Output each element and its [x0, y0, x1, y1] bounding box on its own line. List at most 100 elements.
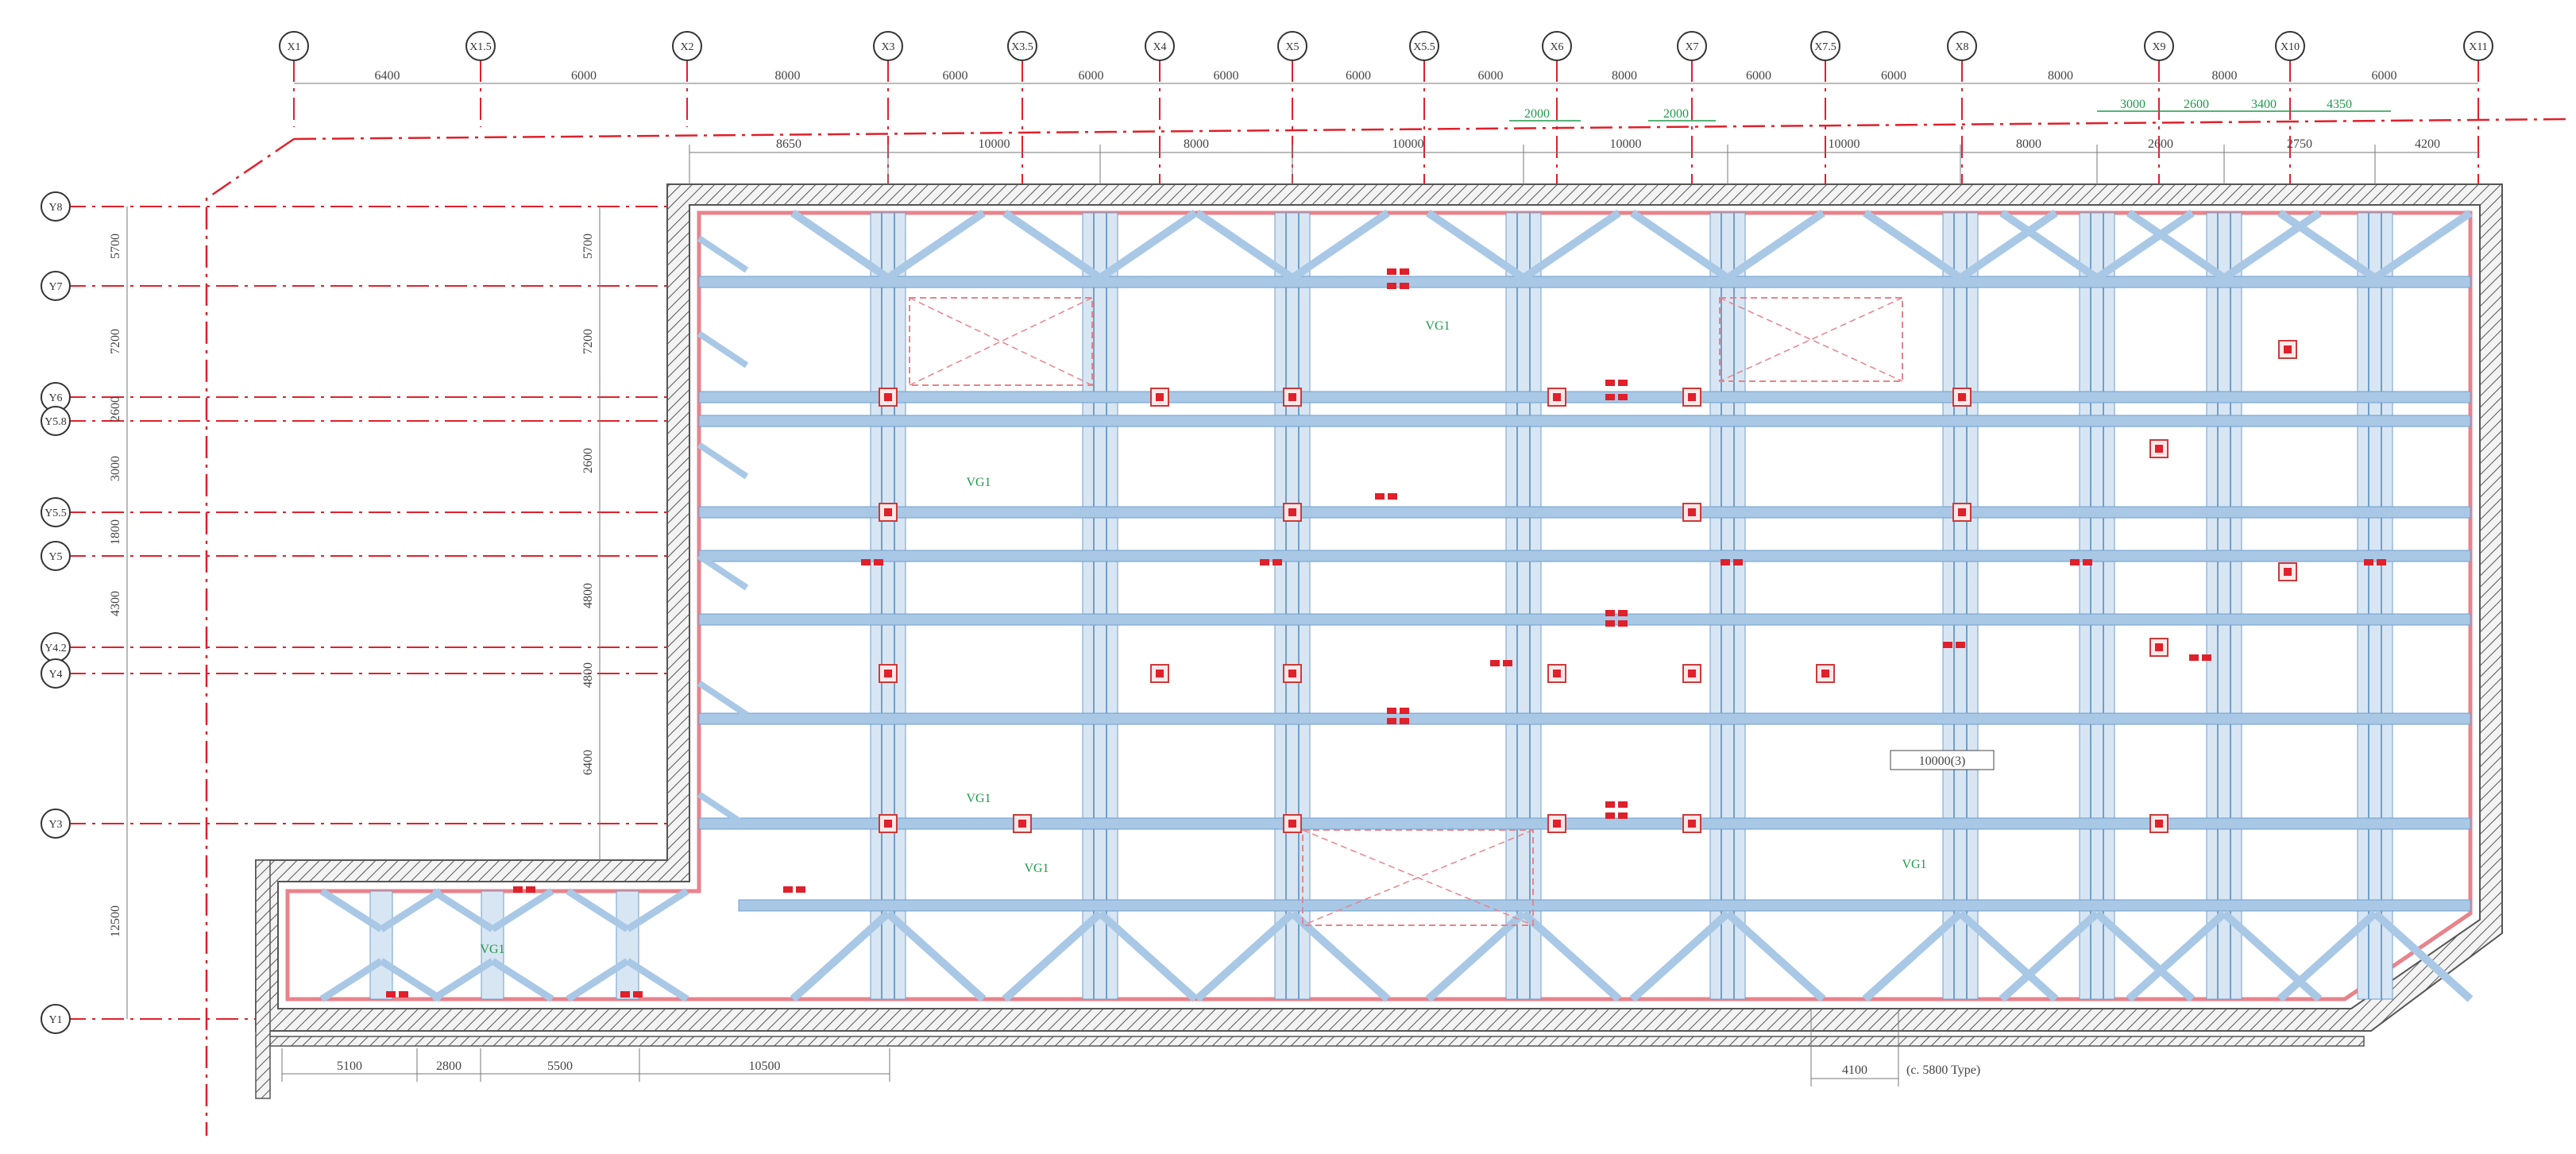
- pocket-strut: [369, 890, 393, 1000]
- corner-brace: [1957, 910, 2059, 1002]
- pocket-brace: [379, 958, 443, 1002]
- strut-type-label: VG1: [1024, 862, 1049, 875]
- grid-bubble-y: [41, 497, 71, 527]
- wall-brace: [697, 235, 749, 273]
- grid-bubble-x: [1007, 31, 1037, 61]
- grid-bubble-x: [465, 31, 496, 61]
- site-boundary-line: [205, 137, 295, 1136]
- grid-bubble-y: [41, 406, 71, 436]
- dim-box-label: 10000(3): [1919, 755, 1966, 768]
- grid-bubble-x: [1677, 31, 1707, 61]
- grid-label-x: X1.5: [469, 41, 492, 53]
- bottom-dimension: 2800: [436, 1059, 462, 1073]
- green-dimension: 3400: [2251, 98, 2277, 111]
- left-dimension: 12500: [109, 905, 122, 937]
- top-dimension-2: 4200: [2415, 137, 2440, 151]
- grid-bubble-x: [873, 31, 903, 61]
- grid-label-x: X7.5: [1814, 41, 1836, 53]
- green-dimension: 3000: [2120, 98, 2145, 111]
- grid-label-x: X11: [2469, 41, 2488, 53]
- grid-label-y: Y3: [48, 819, 62, 831]
- red-tick: [526, 886, 535, 893]
- pocket-brace: [625, 958, 689, 1002]
- strut-type-label: VG1: [966, 476, 991, 489]
- waler-strut: [698, 276, 2471, 288]
- grid-bubble-x: [279, 31, 309, 61]
- strut-type-label: VG1: [480, 943, 504, 956]
- red-tick: [861, 559, 871, 565]
- red-tick: [1400, 268, 1409, 275]
- red-tick: [1400, 708, 1409, 714]
- red-tick: [1387, 283, 1396, 289]
- plunge-column-core: [2284, 568, 2292, 576]
- green-dimension: 4350: [2327, 98, 2352, 111]
- plunge-column-core: [884, 670, 892, 677]
- site-boundary-line: [293, 118, 2566, 141]
- grid-label-x: X3: [881, 41, 894, 53]
- corner-brace: [2221, 910, 2323, 1002]
- opening-cross: [1719, 297, 1903, 382]
- plunge-column-core: [1288, 508, 1296, 516]
- top-dimension-1: 6000: [1478, 69, 1504, 83]
- red-tick: [1956, 642, 1965, 648]
- diaphragm-wall: [255, 183, 2503, 1032]
- wall-brace: [697, 553, 749, 591]
- grid-bubble-x: [2275, 31, 2305, 61]
- top-dimension-1: 8000: [2212, 69, 2238, 83]
- grid-label-y: Y5.5: [44, 508, 67, 519]
- grid-bubble-y: [41, 658, 71, 689]
- red-tick: [1605, 610, 1615, 616]
- red-tick: [2364, 559, 2373, 565]
- plunge-column-core: [1156, 393, 1164, 401]
- plunge-column-core: [1553, 670, 1561, 677]
- plunge-column-core: [1288, 393, 1296, 401]
- plunge-column-core: [1288, 820, 1296, 828]
- corner-brace: [1724, 910, 1826, 1002]
- top-dimension-1: 6000: [1214, 69, 1239, 83]
- red-tick: [1618, 801, 1628, 808]
- corner-brace: [790, 209, 890, 282]
- top-dimension-2: 8650: [776, 137, 801, 151]
- corner-brace: [1521, 209, 1621, 282]
- corner-brace: [1520, 910, 1622, 1002]
- corner-brace: [886, 209, 986, 282]
- corner-brace: [2126, 910, 2227, 1002]
- corner-brace: [1290, 209, 1390, 282]
- pocket-brace: [566, 888, 630, 932]
- pocket-brace: [319, 958, 384, 1002]
- red-tick: [1605, 394, 1615, 400]
- grid-bubble-x: [1277, 31, 1307, 61]
- plunge-column-core: [1553, 393, 1561, 401]
- left-dimension: 1800: [109, 519, 122, 545]
- pocket-brace: [379, 888, 443, 932]
- left-dimension: 5700: [109, 234, 122, 259]
- corner-brace: [1725, 209, 1825, 282]
- red-tick: [2083, 559, 2092, 565]
- red-tick: [1503, 660, 1512, 666]
- strut-type-label: VG1: [966, 792, 991, 805]
- left-dimension: 3000: [109, 456, 122, 481]
- inner-dimension: 2600: [581, 448, 595, 473]
- grid-bubble-y: [41, 1004, 71, 1034]
- corner-brace: [1002, 910, 1103, 1002]
- red-tick: [386, 991, 396, 998]
- red-tick: [796, 886, 805, 893]
- top-dimension-1: 8000: [1612, 69, 1637, 83]
- grid-bubble-x: [2144, 31, 2174, 61]
- red-tick: [2202, 654, 2211, 661]
- grid-label-x: X2: [680, 41, 693, 53]
- corner-brace: [2222, 209, 2322, 282]
- red-tick: [1273, 559, 1282, 565]
- opening-cross: [1719, 297, 1903, 382]
- grid-bubble-y: [41, 191, 71, 222]
- corner-brace: [1999, 910, 2100, 1002]
- corner-brace: [790, 910, 891, 1002]
- top-dimension-1: 6000: [1746, 69, 1771, 83]
- column-strut: [1274, 212, 1311, 1000]
- wall-base-strip: [255, 1036, 2365, 1047]
- red-tick: [1387, 708, 1396, 714]
- pocket-strut: [481, 890, 504, 1000]
- red-tick: [399, 991, 408, 998]
